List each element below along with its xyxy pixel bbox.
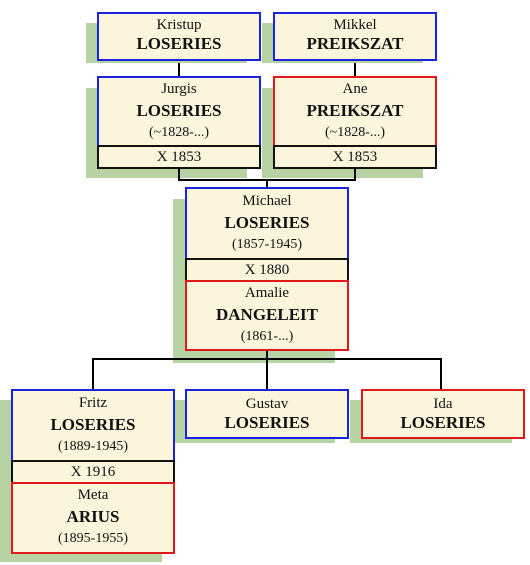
person-ida[interactable]: Ida LOSERIES [361, 389, 525, 439]
life-dates: (~1828-...) [148, 125, 210, 140]
connector-line [354, 63, 356, 77]
last-name: PREIKSZAT [306, 34, 404, 53]
first-name: Jurgis [161, 81, 197, 97]
life-dates: (~1828-...) [324, 125, 386, 140]
first-name: Fritz [78, 395, 108, 411]
person-michael[interactable]: Michael LOSERIES (1857-1945) [185, 187, 349, 260]
first-name: Gustav [245, 396, 289, 412]
life-dates: (1857-1945) [232, 237, 302, 252]
marriage-michael-amalie: X 1880 [185, 258, 349, 282]
last-name: ARIUS [66, 507, 120, 526]
marriage-date: X 1853 [332, 149, 378, 165]
connector-line [178, 63, 180, 77]
life-dates: (1861-...) [240, 329, 294, 344]
person-fritz[interactable]: Fritz LOSERIES (1889-1945) [11, 389, 175, 462]
first-name: Mikkel [333, 17, 377, 33]
person-meta[interactable]: Meta ARIUS (1895-1955) [11, 482, 175, 554]
connector-line [178, 168, 180, 180]
last-name: LOSERIES [400, 413, 486, 432]
person-kristup[interactable]: Kristup LOSERIES [97, 12, 261, 61]
connector-line [354, 168, 356, 180]
connector-line [266, 349, 268, 359]
person-mikkel[interactable]: Mikkel PREIKSZAT [273, 12, 437, 61]
first-name: Meta [77, 487, 109, 503]
marriage-date: X 1916 [70, 464, 116, 480]
last-name: LOSERIES [224, 213, 310, 232]
life-dates: (1895-1955) [58, 531, 128, 546]
life-dates: (1889-1945) [58, 439, 128, 454]
last-name: LOSERIES [136, 101, 222, 120]
last-name: LOSERIES [50, 415, 136, 434]
connector-line [266, 359, 268, 390]
first-name: Amalie [244, 285, 290, 301]
last-name: LOSERIES [224, 413, 310, 432]
marriage-fritz-meta: X 1916 [11, 460, 175, 484]
connector-line [440, 359, 442, 390]
marriage-date: X 1880 [244, 262, 290, 278]
person-amalie[interactable]: Amalie DANGELEIT (1861-...) [185, 280, 349, 351]
person-ane[interactable]: Ane PREIKSZAT (~1828-...) [273, 76, 437, 147]
connector-line [92, 359, 94, 390]
first-name: Ane [342, 81, 368, 97]
person-gustav[interactable]: Gustav LOSERIES [185, 389, 349, 439]
last-name: LOSERIES [136, 34, 222, 53]
marriage-date: X 1853 [156, 149, 202, 165]
last-name: PREIKSZAT [306, 101, 404, 120]
first-name: Ida [433, 396, 453, 412]
person-jurgis[interactable]: Jurgis LOSERIES (~1828-...) [97, 76, 261, 147]
first-name: Michael [242, 193, 292, 209]
marriage-jurgis: X 1853 [97, 145, 261, 169]
connector-line [266, 180, 268, 188]
last-name: DANGELEIT [215, 305, 319, 324]
marriage-ane: X 1853 [273, 145, 437, 169]
first-name: Kristup [156, 17, 202, 33]
